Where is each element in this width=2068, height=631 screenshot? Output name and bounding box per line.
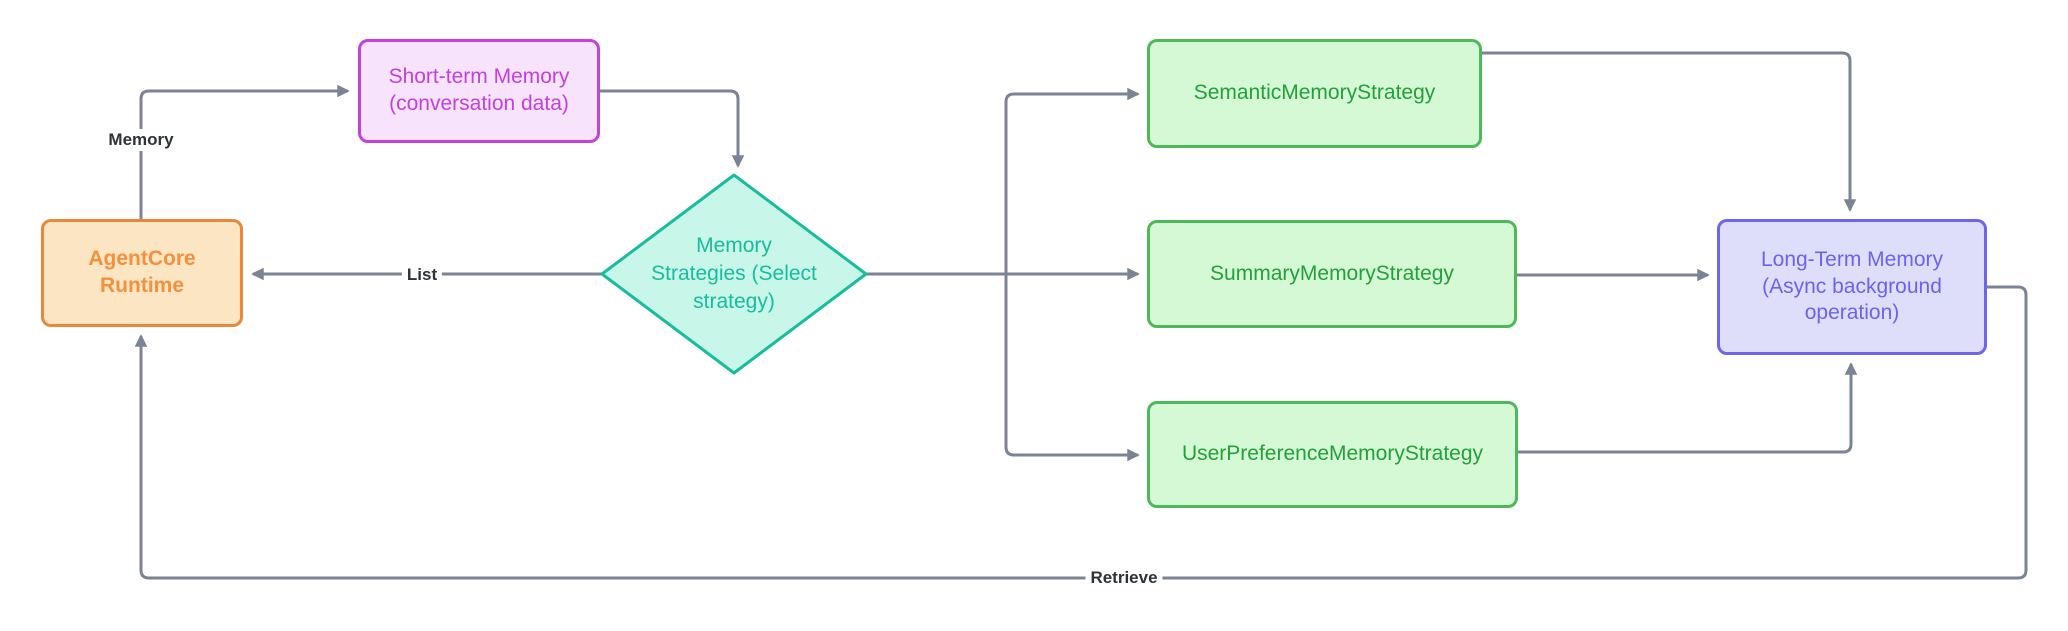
node-long-term-memory-label: Long-Term Memory (Async background opera… [1760,247,1944,325]
connector-memory [139,84,350,219]
edge-label-memory: Memory [103,129,179,151]
edge-label-list: List [401,264,443,286]
connector-userpreference-to-longterm [1518,362,1858,454]
node-memory-strategies: Memory Strategies (Select strategy) [646,214,822,334]
node-short-term-memory-label: Short-term Memory (conversation data) [388,65,570,115]
node-memory-strategies-label: Memory Strategies (Select strategy) [651,234,817,313]
node-long-term-memory: Long-Term Memory (Async background opera… [1717,219,1987,355]
node-agentcore-runtime-label: AgentCore Runtime [88,247,196,297]
decision-diamond-shape [600,173,868,375]
node-agentcore-runtime: AgentCore Runtime [41,219,243,327]
node-user-preference-memory-strategy-label: UserPreferenceMemoryStrategy [1181,442,1484,466]
connector-to-semantic [1004,87,1140,274]
node-user-preference-memory-strategy: UserPreferenceMemoryStrategy [1147,401,1518,508]
node-summary-memory-strategy-label: SummaryMemoryStrategy [1210,261,1454,285]
node-summary-memory-strategy: SummaryMemoryStrategy [1147,220,1517,328]
node-semantic-memory-strategy: SemanticMemoryStrategy [1147,39,1482,148]
node-semantic-memory-strategy-label: SemanticMemoryStrategy [1193,81,1436,105]
connector-retrieve [134,285,2028,580]
edge-label-retrieve: Retrieve [1085,567,1163,589]
connector-to-userpreference [1004,274,1140,462]
node-short-term-memory: Short-term Memory (conversation data) [358,39,600,143]
connector-shortterm-to-strategies [600,89,745,168]
connector-semantic-to-longterm [1482,51,1857,212]
